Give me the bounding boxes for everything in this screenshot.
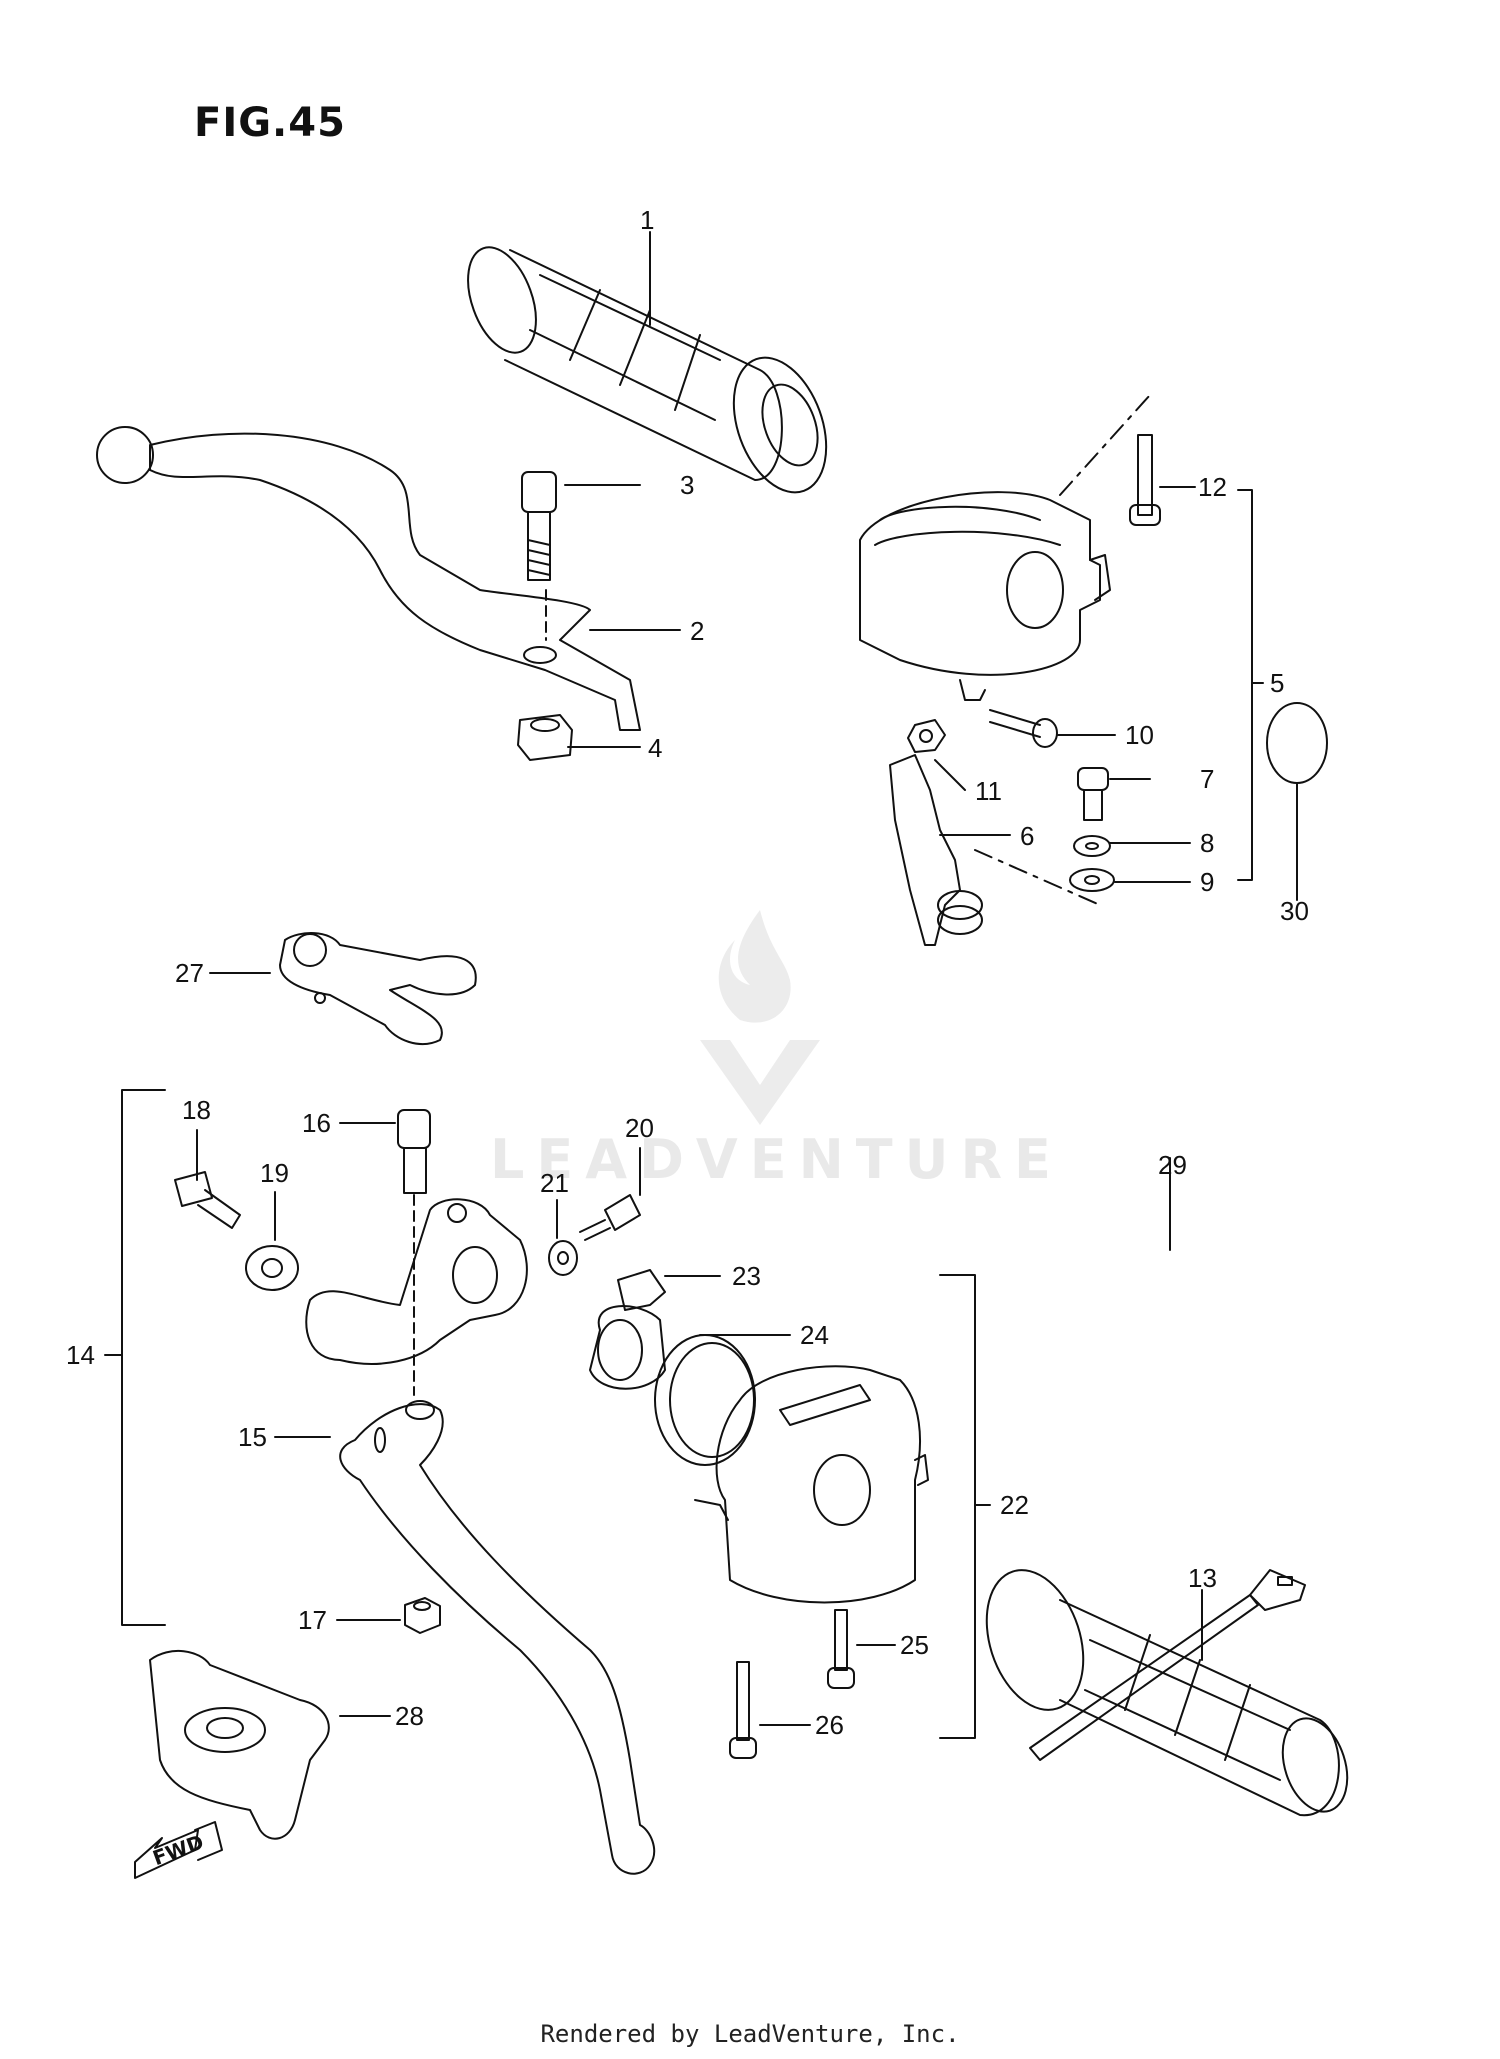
callout-12: 12	[1198, 472, 1227, 502]
clutch-lever	[340, 1401, 654, 1874]
nut-11	[908, 720, 945, 752]
callout-1: 1	[640, 205, 655, 235]
lever-cover-28	[150, 1651, 329, 1839]
callout-29: 29	[1158, 1150, 1187, 1180]
callout-17: 17	[298, 1605, 327, 1635]
bolt-7	[1078, 768, 1108, 820]
clamp-27	[280, 933, 476, 1044]
screw-26	[730, 1662, 756, 1758]
fwd-arrow-icon	[135, 1822, 222, 1878]
lever-upper	[97, 427, 640, 730]
locknut-19	[246, 1246, 298, 1290]
bracket-22	[940, 1275, 975, 1738]
callout-14: 14	[66, 1340, 95, 1370]
bolt-20	[580, 1195, 640, 1240]
callout-19: 19	[260, 1158, 289, 1188]
nut-upper	[518, 715, 572, 760]
clamp-23	[590, 1270, 665, 1389]
callout-26: 26	[815, 1710, 844, 1740]
callout-4: 4	[648, 733, 663, 763]
callout-25: 25	[900, 1630, 929, 1660]
footer-credit: Rendered by LeadVenture, Inc.	[540, 2020, 960, 2048]
callout-30: 30	[1280, 896, 1309, 926]
screw-10	[990, 710, 1057, 747]
callout-11: 11	[975, 776, 1002, 806]
adjuster-18	[175, 1172, 240, 1228]
callout-22: 22	[1000, 1490, 1029, 1520]
bracket-5	[1238, 490, 1252, 880]
leader-lines	[105, 232, 1263, 1725]
screw-12	[1130, 435, 1160, 525]
callout-15: 15	[238, 1422, 267, 1452]
callout-16: 16	[302, 1108, 331, 1138]
callout-23: 23	[732, 1261, 761, 1291]
callout-21: 21	[540, 1168, 569, 1198]
washer-9	[1070, 869, 1114, 891]
callout-7: 7	[1200, 764, 1215, 794]
leadventure-logo-icon	[700, 910, 820, 1125]
clutch-bracket	[306, 1199, 527, 1364]
callout-27: 27	[175, 958, 204, 988]
bracket-14	[122, 1090, 165, 1625]
callout-8: 8	[1200, 828, 1215, 858]
pivot-bolt-upper	[522, 472, 556, 580]
grip-upper	[455, 238, 843, 505]
callout-6: 6	[1020, 821, 1035, 851]
callout-13: 13	[1188, 1563, 1217, 1593]
cable-tie-29	[1030, 1570, 1305, 1760]
o-ring-30	[1267, 703, 1327, 783]
callout-20: 20	[625, 1113, 654, 1143]
nut-17	[405, 1598, 440, 1633]
callout-28: 28	[395, 1701, 424, 1731]
callout-5: 5	[1270, 668, 1285, 698]
washer-21	[549, 1241, 577, 1275]
callout-2: 2	[690, 616, 705, 646]
washer-8	[1074, 836, 1110, 856]
grip-lower	[970, 1558, 1358, 1820]
callout-9: 9	[1200, 867, 1215, 897]
pivot-bolt-16	[398, 1110, 430, 1193]
callout-24: 24	[800, 1320, 829, 1350]
watermark-brand: LEADVENTURE	[490, 1128, 1063, 1191]
switch-housing-upper	[860, 492, 1110, 700]
figure-title: FIG.45	[194, 100, 346, 146]
callout-18: 18	[182, 1095, 211, 1125]
switch-housing-lower	[695, 1366, 928, 1602]
callout-10: 10	[1125, 720, 1154, 750]
choke-lever	[890, 755, 982, 945]
screw-25	[828, 1610, 854, 1688]
callout-3: 3	[680, 470, 695, 500]
